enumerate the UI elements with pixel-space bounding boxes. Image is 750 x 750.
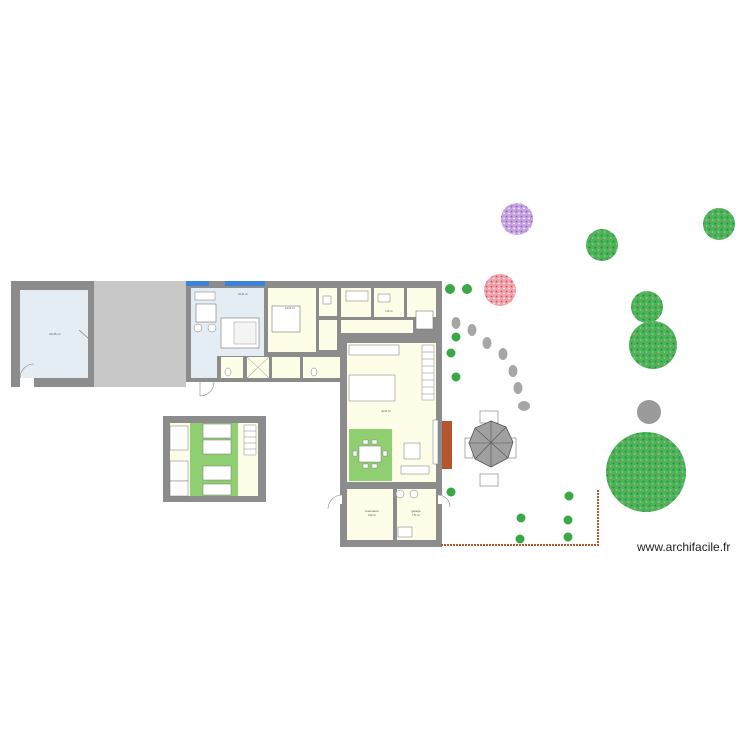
bed-icon <box>202 465 232 481</box>
patio-table-umbrella <box>464 410 517 487</box>
dining-table-icon <box>358 445 382 463</box>
driveway <box>94 281 186 387</box>
window <box>225 281 265 286</box>
tree-purple <box>501 203 533 235</box>
annex-building <box>163 416 266 502</box>
bed-icon <box>202 439 232 455</box>
tree <box>629 321 677 369</box>
desk-icon <box>195 303 217 323</box>
garage-room: 20.45 m² <box>11 281 94 387</box>
stairs <box>421 344 435 401</box>
watermark: www.archifacile.fr <box>637 540 731 554</box>
kitchen-counter <box>348 344 400 356</box>
bed-icon <box>202 423 232 439</box>
sofa-icon <box>400 465 430 475</box>
window <box>186 281 209 286</box>
tree-red <box>484 274 516 306</box>
main-house: 22.41 m² 14.26 m² 4.26 m² <box>186 281 452 547</box>
stairs <box>243 424 257 456</box>
room-label-garage-2: garage <box>411 509 421 513</box>
tree-large <box>606 432 686 512</box>
room-area-garage: 20.45 m² <box>49 332 61 336</box>
bed-icon <box>202 483 232 496</box>
tree <box>631 291 663 323</box>
room-area-bathroom: 4.26 m² <box>385 310 393 313</box>
dryer-icon <box>409 489 419 499</box>
room-area-bedroom-2: 14.26 m² <box>285 307 295 310</box>
boulder <box>637 400 661 424</box>
kitchen-island <box>348 374 396 402</box>
bathtub-icon <box>415 310 434 330</box>
toilet-icon <box>310 367 318 377</box>
room-area-kitchen: 42.93 m² <box>381 410 391 413</box>
garden <box>441 203 735 546</box>
toilet-icon <box>224 367 232 377</box>
stepping-stones <box>451 317 530 411</box>
tree <box>703 208 735 240</box>
shrubs <box>445 284 574 544</box>
room-area-buanderie: 8.40 m² <box>368 514 376 517</box>
washer-icon <box>395 489 405 499</box>
room-area-garage-2: 7.52 m² <box>412 514 420 517</box>
terrace-wood <box>442 421 452 469</box>
tree <box>586 229 618 261</box>
room-area-bedroom-1: 22.41 m² <box>238 293 248 296</box>
room-label-buanderie: buanderie <box>365 509 379 513</box>
bed-icon <box>271 305 301 333</box>
hedge-border <box>441 490 599 546</box>
